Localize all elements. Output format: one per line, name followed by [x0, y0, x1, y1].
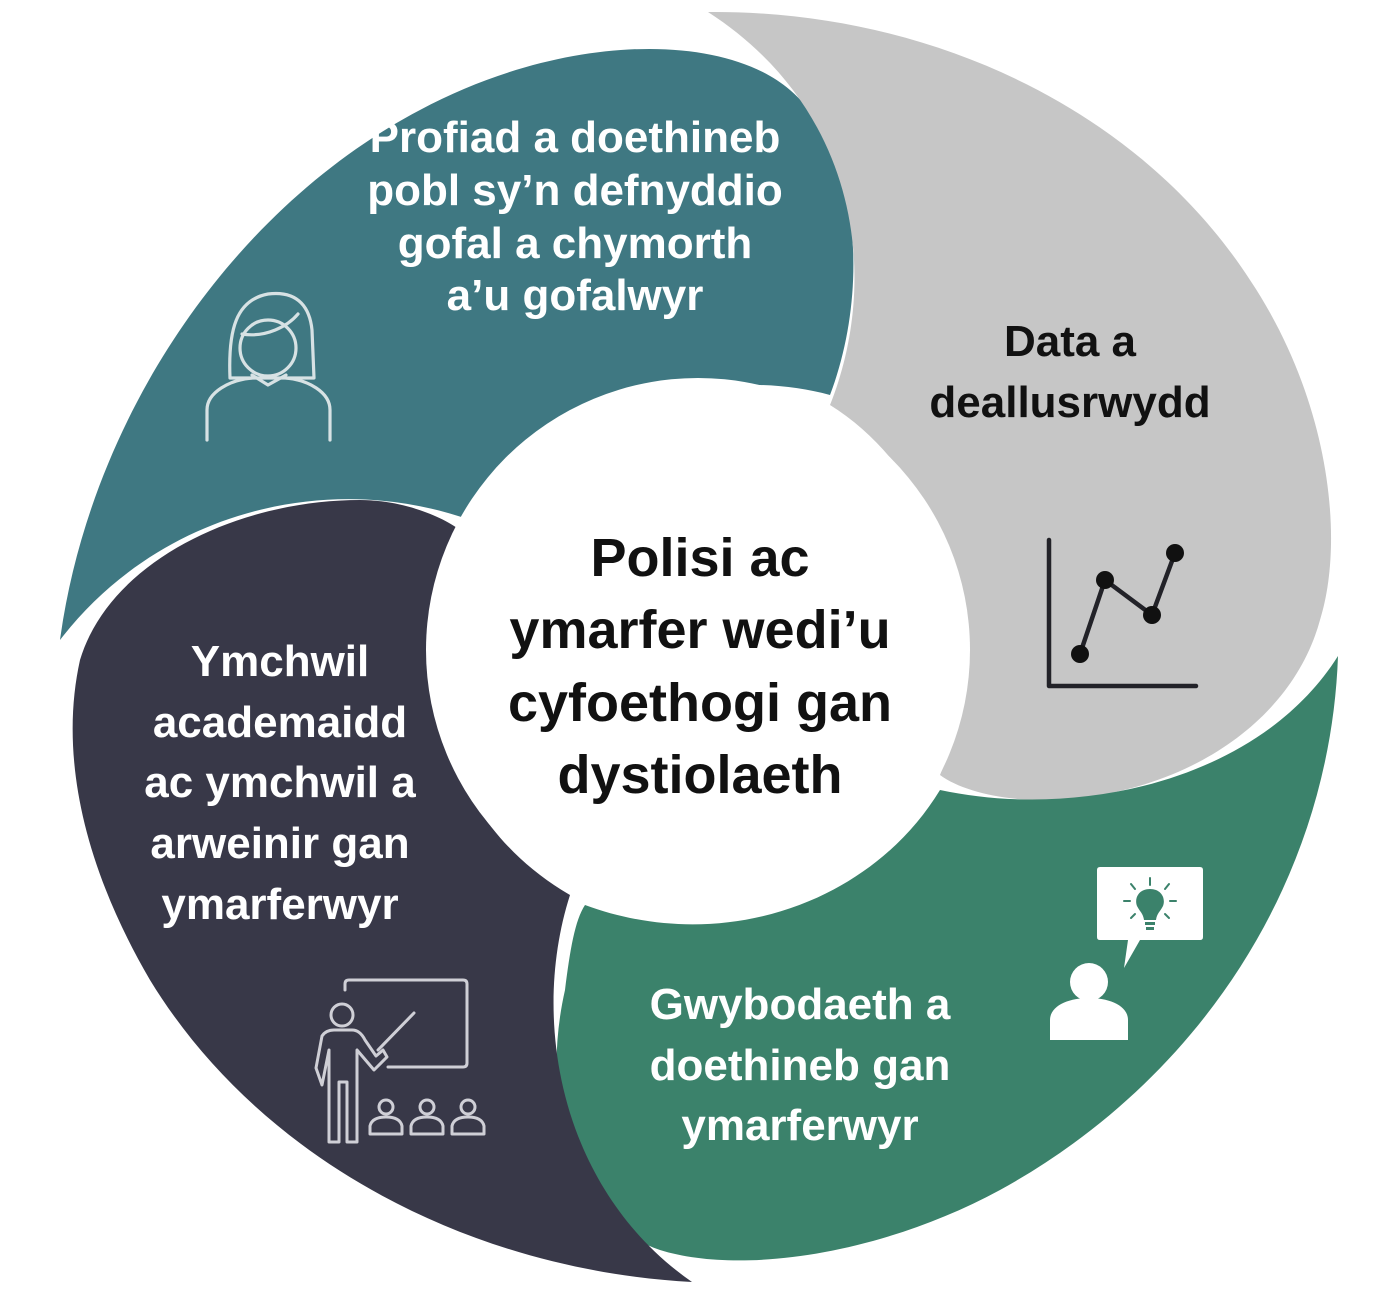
person-idea-speech-bubble-icon	[1050, 867, 1203, 1040]
label-line: ac ymchwil a	[144, 758, 416, 808]
segment-research	[72, 500, 692, 1282]
segment-label-practitioner-knowledge: Gwybodaeth a doethineb gan ymarferwyr	[590, 975, 1010, 1157]
label-line: arweinir gan	[150, 819, 410, 869]
label-line: Profiad a doethineb	[369, 113, 781, 162]
label-line: Gwybodaeth a	[649, 980, 951, 1029]
label-line: deallusrwydd	[929, 377, 1211, 427]
label-line: Data a	[1003, 317, 1137, 366]
center-line: dystiolaeth	[557, 745, 843, 806]
segment-label-research: Ymchwil academaidd ac ymchwil a arweinir…	[110, 632, 450, 936]
center-line: cyfoethogi gan	[507, 672, 892, 733]
teacher-presentation-icon	[314, 978, 486, 1144]
center-line: ymarfer wedi’u	[509, 600, 891, 661]
label-line: ymarferwyr	[161, 879, 399, 929]
label-line: academaidd	[152, 697, 408, 747]
segment-label-lived-experience: Profiad a doethineb pobl sy’n defnyddio …	[320, 112, 830, 323]
center-label: Polisi ac ymarfer wedi’u cyfoethogi gan …	[460, 522, 940, 811]
segment-practitioner-knowledge	[556, 656, 1338, 1261]
label-line: gofal a chymorth	[397, 218, 753, 268]
label-line: ymarferwyr	[681, 1101, 919, 1151]
line-chart-icon	[1046, 537, 1199, 689]
label-line: Ymchwil	[190, 637, 370, 686]
woman-person-icon	[205, 291, 332, 442]
label-line: doethineb gan	[649, 1040, 951, 1090]
center-line: Polisi ac	[590, 528, 810, 588]
segment-data	[708, 11, 1332, 800]
label-line: pobl sy’n defnyddio	[367, 165, 783, 215]
segment-label-data: Data a deallusrwydd	[880, 312, 1260, 433]
center-circle	[426, 378, 970, 922]
label-line: a’u gofalwyr	[446, 271, 704, 321]
segment-lived-experience	[60, 48, 854, 640]
